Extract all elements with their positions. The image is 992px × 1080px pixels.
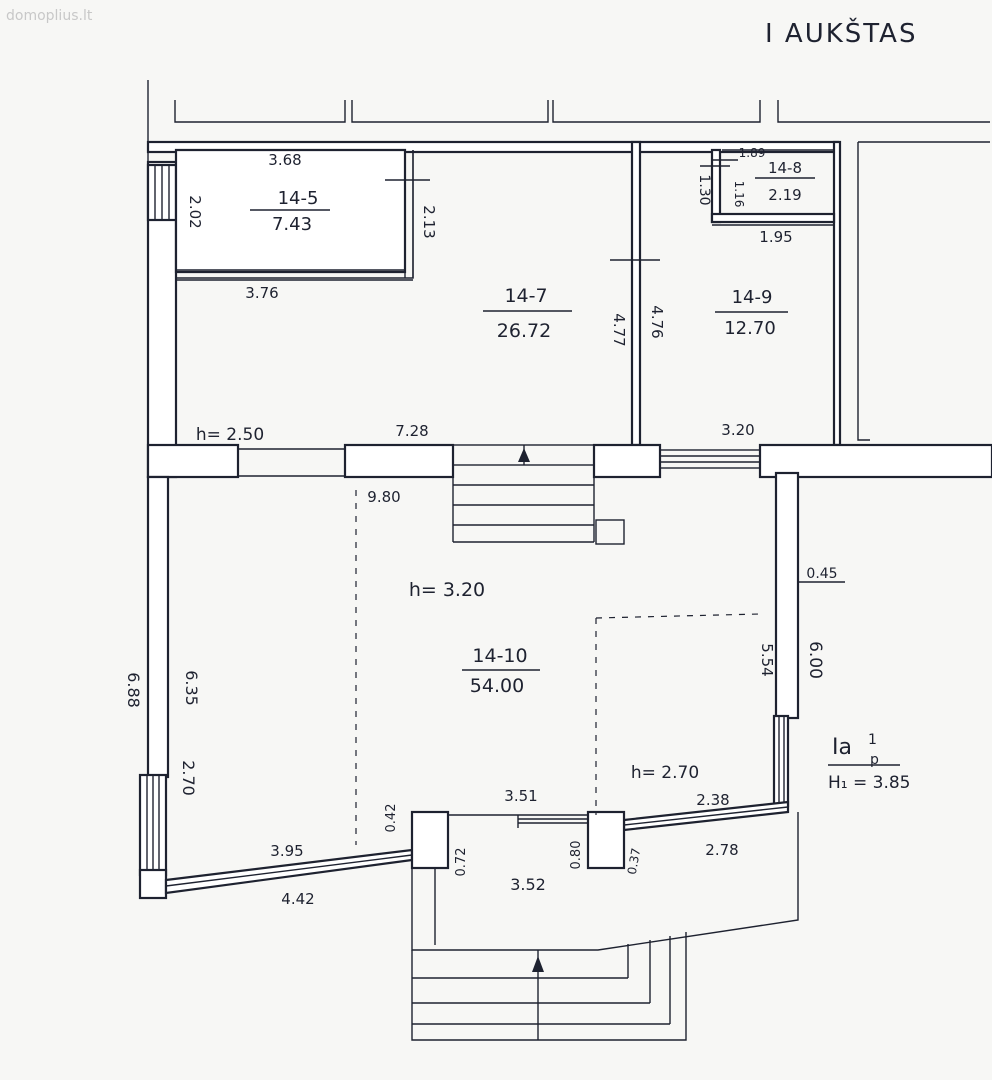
- dim-2-38: 2.38: [696, 791, 729, 809]
- dim-3-95: 3.95: [270, 842, 303, 860]
- dim-1-95: 1.95: [759, 228, 792, 246]
- top-neighbour-strip: [147, 80, 990, 162]
- dim-3-76: 3.76: [245, 284, 278, 302]
- dim-3-52: 3.52: [510, 875, 546, 894]
- height-h-2-70: h= 2.70: [631, 763, 699, 783]
- dim-5-54: 5.54: [758, 643, 776, 676]
- room-14-9: 14-9 12.70 1.95 3.20: [712, 224, 834, 439]
- index-label: Ia: [832, 735, 852, 760]
- dim-2-13: 2.13: [420, 205, 438, 238]
- entrance-vestibule: 0.72 0.80 3.52 0.37 2.78: [411, 812, 799, 951]
- watermark: domoplius.lt: [6, 8, 93, 24]
- height-note: H₁ = 3.85: [828, 773, 911, 793]
- dim-4-77: 4.77: [610, 313, 628, 346]
- room-14-9-id: 14-9: [732, 287, 773, 308]
- exterior-steps: [411, 932, 687, 1041]
- dim-2-02: 2.02: [186, 195, 204, 228]
- dim-3-20: 3.20: [721, 421, 754, 439]
- room-14-8-id: 14-8: [768, 159, 802, 177]
- dim-0-72: 0.72: [454, 848, 469, 877]
- floor-title: I AUKŠTAS: [765, 17, 917, 49]
- dim-6-00: 6.00: [805, 641, 825, 679]
- dim-0-80: 0.80: [569, 841, 584, 870]
- dim-0-45: 0.45: [806, 566, 837, 582]
- index-notation: Ia 1 p H₁ = 3.85: [828, 732, 911, 793]
- room-14-9-area: 12.70: [724, 318, 776, 339]
- dim-7-28: 7.28: [395, 422, 428, 440]
- room-14-10-area: 54.00: [470, 675, 524, 697]
- dim-0-37: 0.37: [625, 847, 643, 876]
- room-14-7: 14-7 26.72 3.76 4.77 4.76 h= 2.50 7.28: [176, 150, 666, 445]
- dim-1-89: 1.89: [739, 146, 766, 160]
- dim-6-35: 6.35: [182, 670, 201, 706]
- dim-2-78: 2.78: [705, 841, 738, 859]
- dim-1-16: 1.16: [732, 181, 746, 208]
- index-superscript: 1: [868, 732, 877, 748]
- room-14-8: 14-8 2.19 1.89 1.30 1.16: [696, 146, 836, 224]
- upper-block-walls: [146, 140, 992, 479]
- room-14-7-area: 26.72: [497, 320, 551, 342]
- room-14-5-area: 7.43: [272, 214, 312, 235]
- interior-stairs: [238, 444, 761, 545]
- dim-3-68: 3.68: [268, 151, 301, 169]
- room-14-5-id: 14-5: [278, 188, 319, 209]
- room-14-10: 14-10 54.00 h= 3.20 h= 2.70 9.80 0.45 5.…: [124, 471, 845, 908]
- room-14-10-id: 14-10: [472, 645, 527, 667]
- room-14-8-area: 2.19: [768, 186, 801, 204]
- dim-9-80: 9.80: [367, 488, 400, 506]
- dim-1-30: 1.30: [696, 174, 712, 205]
- height-h-3-20: h= 3.20: [409, 579, 485, 601]
- room-14-7-id: 14-7: [504, 285, 547, 307]
- room-14-5: 14-5 7.43 3.68 2.02 2.13: [174, 148, 438, 278]
- dim-6-88: 6.88: [124, 672, 143, 708]
- dim-2-70: 2.70: [179, 760, 198, 796]
- dim-4-76: 4.76: [648, 305, 666, 338]
- height-h-2-50: h= 2.50: [196, 425, 264, 445]
- dim-3-51: 3.51: [504, 787, 537, 805]
- dim-4-42: 4.42: [281, 890, 314, 908]
- dim-0-42: 0.42: [384, 804, 399, 833]
- index-subscript: p: [870, 752, 879, 768]
